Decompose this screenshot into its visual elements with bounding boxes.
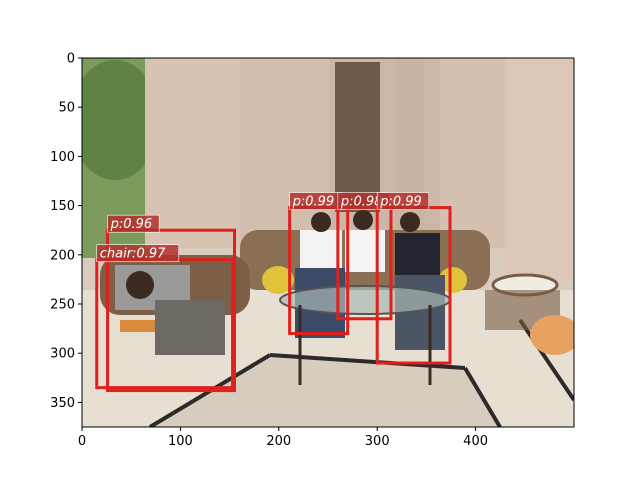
detection-label: p:0.99 xyxy=(379,195,422,210)
detection-label-bg xyxy=(107,214,160,233)
photo xyxy=(82,58,574,427)
axes-frame xyxy=(81,57,575,428)
detection-label: p:0.99 xyxy=(292,195,335,210)
axis-ticks: 0 100 200 300 400 0 50 100 150 200 250 300 350 xyxy=(50,52,488,450)
y-tick-label: 300 xyxy=(50,347,75,362)
y-tick-label: 250 xyxy=(50,298,75,313)
x-tick-label: 300 xyxy=(365,434,390,449)
y-tick-label: 100 xyxy=(50,150,75,165)
detection-box xyxy=(106,228,237,393)
y-tick-label: 150 xyxy=(50,199,75,214)
detection-label: p:0.96 xyxy=(110,217,153,232)
detection-label-bg xyxy=(96,244,180,263)
y-tick-label: 0 xyxy=(67,52,75,67)
detection-label-bg xyxy=(376,192,430,210)
y-tick-label: 200 xyxy=(50,248,75,263)
y-tick-label: 350 xyxy=(50,396,75,411)
x-tick-label: 100 xyxy=(168,434,193,449)
detection-label: chair:0.97 xyxy=(100,247,166,262)
x-tick-label: 400 xyxy=(463,434,488,449)
x-tick-label: 0 xyxy=(78,434,86,449)
x-tick-label: 200 xyxy=(266,434,291,449)
y-tick-label: 50 xyxy=(58,101,75,116)
detection-label: p:0.98 xyxy=(340,195,383,210)
